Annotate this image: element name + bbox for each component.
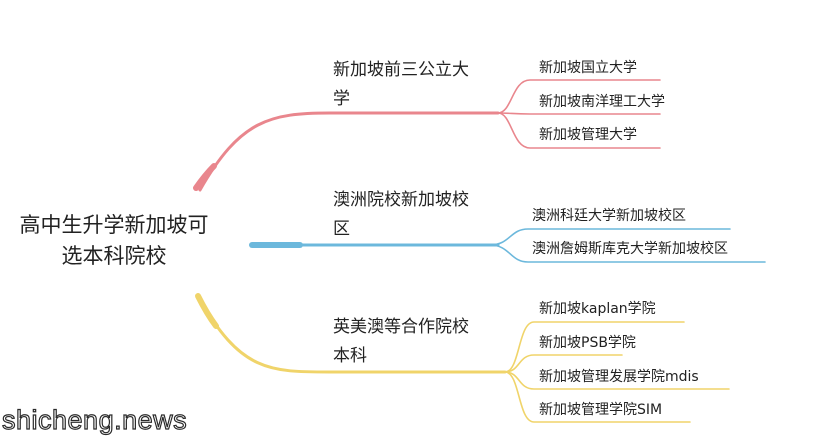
leaf-sim: 新加坡管理学院SIM [539, 402, 663, 418]
connector-leaf-kaplan [504, 321, 685, 373]
connector-leaf-ntu [497, 112, 661, 115]
leaf-curtin: 澳洲科廷大学新加坡校区 [532, 208, 686, 224]
connector-leaf-jcu [489, 244, 766, 263]
watermark-text: shicheng.news [1, 404, 188, 435]
leaf-kaplan: 新加坡kaplan学院 [539, 301, 656, 317]
branch-partner-programs: 英美澳等合作院校本科 [333, 317, 469, 366]
connector-root-branch-1 [198, 111, 500, 192]
leaf-nus: 新加坡国立大学 [539, 60, 637, 76]
connector-leaf-curtin [489, 228, 731, 246]
leaf-ntu: 新加坡南洋理工大学 [539, 94, 665, 110]
connector-leaf-smu [497, 112, 661, 149]
connector-root-branch-3-base [195, 293, 219, 329]
connector-leaf-psb [504, 354, 623, 373]
leaf-jcu: 澳洲詹姆斯库克大学新加坡校区 [532, 241, 728, 257]
connector-leaf-sim [504, 371, 691, 423]
leaf-smu: 新加坡管理大学 [539, 127, 637, 143]
connector-root-branch-1-base [193, 163, 217, 191]
connector-leaf-nus [497, 79, 661, 114]
leaf-mdis: 新加坡管理发展学院mdis [539, 369, 699, 385]
branch-australian-campuses: 澳洲院校新加坡校区 [333, 190, 469, 239]
root-node: 高中生升学新加坡可选本科院校 [19, 213, 209, 268]
leaf-psb: 新加坡PSB学院 [539, 335, 636, 351]
branch-public-universities: 新加坡前三公立大学 [333, 60, 469, 109]
